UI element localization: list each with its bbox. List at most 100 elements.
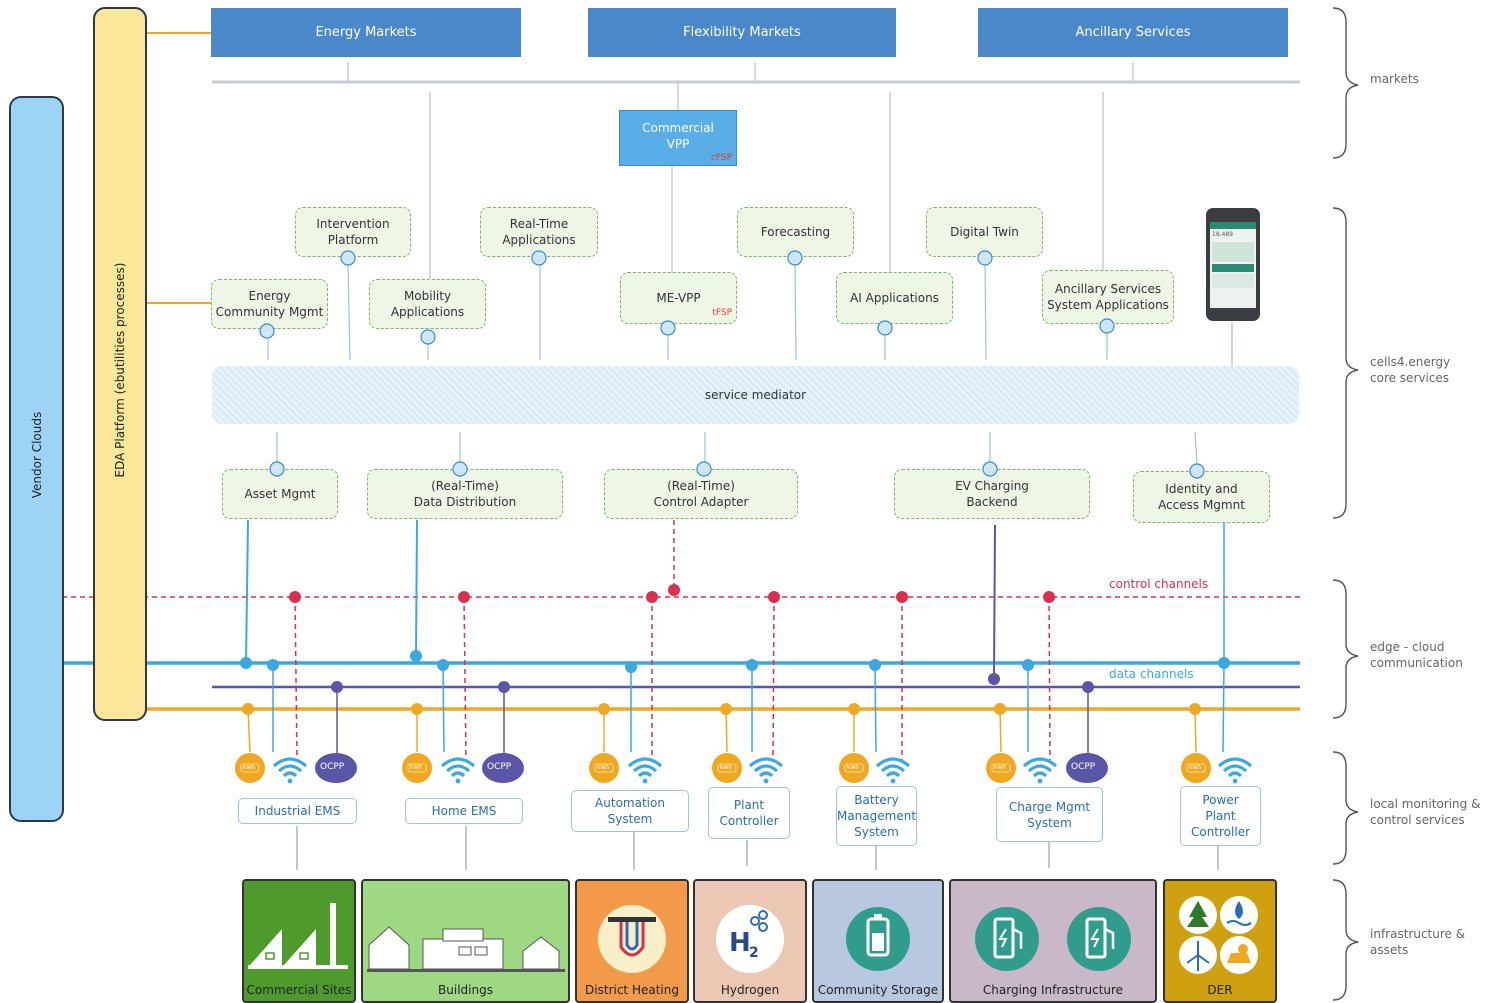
meter-label: kwh	[720, 764, 733, 771]
factory-icon	[248, 903, 348, 969]
battery-icon	[846, 907, 910, 971]
meter-label: kwh	[1189, 764, 1202, 771]
tfsp-tag: tFSP	[712, 308, 732, 318]
meter-label: kwh	[597, 764, 610, 771]
service-asset-mgmt[interactable]: Asset Mgmt	[222, 469, 338, 519]
brace-edge	[1332, 579, 1359, 719]
service-digital-twin[interactable]: Digital Twin	[926, 207, 1043, 257]
meter-icon	[712, 753, 742, 783]
ocpp-badge	[315, 753, 357, 783]
brace-assets	[1332, 879, 1359, 1001]
local-industrial-ems[interactable]: Industrial EMS	[238, 798, 357, 824]
meter-label: kwh	[243, 764, 256, 771]
service-control-adapter[interactable]: (Real-Time) Control Adapter	[604, 469, 798, 519]
wifi-icon	[627, 757, 663, 786]
asset-der[interactable]: DER	[1163, 879, 1277, 1003]
service-energy-community-mgmt[interactable]: Energy Community Mgmt	[211, 279, 328, 329]
wifi-icon	[748, 757, 784, 786]
buildings-icon	[367, 926, 565, 972]
data-channels-label: data channels	[1109, 667, 1194, 681]
meter-label: kwh	[994, 764, 1007, 771]
brace-markets	[1332, 7, 1359, 159]
meter-icons	[235, 753, 1211, 783]
market-flexibility[interactable]: Flexibility Markets	[588, 8, 896, 57]
layer-label-markets: markets	[1370, 72, 1419, 86]
meter-icon	[1181, 753, 1211, 783]
ev-charger-icon	[975, 907, 1131, 971]
service-mediator[interactable]: service mediator	[212, 366, 1299, 424]
meter-label: kwh	[847, 764, 860, 771]
service-real-time-applications[interactable]: Real-Time Applications	[480, 207, 598, 257]
service-forecasting[interactable]: Forecasting	[737, 207, 854, 257]
control-channels-label: control channels	[1109, 577, 1209, 591]
ocpp-label: OCPP	[487, 762, 512, 772]
eda-platform-bar: EDA Platform (ebutilities processes)	[93, 7, 147, 721]
wifi-icon	[440, 757, 476, 786]
meter-icon	[589, 753, 619, 783]
asset-label: Commercial Sites	[246, 983, 352, 997]
local-home-ems[interactable]: Home EMS	[405, 798, 523, 824]
meter-icon	[839, 753, 869, 783]
wifi-icon	[1217, 757, 1253, 786]
commercial-vpp-label: Commercial VPP	[642, 121, 714, 151]
layer-label-core-services: cells4.energy core services	[1370, 355, 1451, 385]
mobile-phone-icon: 18.489	[1206, 208, 1260, 321]
layer-label-edge-cloud: edge - cloud communication	[1370, 640, 1463, 670]
ocpp-badge	[482, 753, 524, 783]
asset-charging-infrastructure[interactable]: Charging Infrastructure	[949, 879, 1157, 1003]
layer-label-infrastructure: infrastructure & assets	[1370, 927, 1466, 957]
svg-text:H: H	[729, 928, 751, 958]
asset-label: Charging Infrastructure	[982, 983, 1124, 997]
svg-text:2: 2	[749, 945, 759, 961]
service-ai-applications[interactable]: AI Applications	[836, 272, 953, 324]
ocpp-label: OCPP	[1071, 762, 1096, 772]
wifi-icon	[272, 757, 308, 786]
market-energy[interactable]: Energy Markets	[211, 8, 521, 57]
asset-label: DER	[1207, 983, 1233, 997]
asset-label: Community Storage	[817, 983, 939, 997]
asset-hydrogen[interactable]: H 2 Hydrogen	[693, 879, 807, 1003]
meter-icon	[986, 753, 1016, 783]
local-power-plant-controller[interactable]: Power Plant Controller	[1180, 786, 1261, 846]
service-mediator-label: service mediator	[704, 388, 807, 402]
ocpp-badge	[1066, 753, 1108, 783]
wifi-icon	[875, 757, 911, 786]
local-battery-management-system[interactable]: Battery Management System	[836, 786, 917, 846]
hydrogen-icon: H 2	[716, 905, 784, 973]
service-intervention-platform[interactable]: Intervention Platform	[295, 207, 411, 257]
asset-label: District Heating	[585, 983, 679, 997]
meter-label: kwh	[410, 764, 423, 771]
brace-core	[1332, 207, 1359, 519]
brace-local	[1332, 751, 1359, 865]
asset-district-heating[interactable]: District Heating	[575, 879, 689, 1003]
meter-icon	[235, 753, 265, 783]
service-identity-access-mgmt[interactable]: Identity and Access Mgmnt	[1133, 471, 1270, 523]
service-mobility-applications[interactable]: Mobility Applications	[369, 279, 486, 329]
asset-community-storage[interactable]: Community Storage	[812, 879, 944, 1003]
meter-icon	[402, 753, 432, 783]
asset-label: Buildings	[438, 983, 493, 997]
commercial-vpp-box[interactable]: Commercial VPP cFSP	[619, 110, 737, 166]
local-plant-controller[interactable]: Plant Controller	[708, 787, 790, 839]
vendor-clouds-bar: Vendor Clouds	[9, 96, 64, 822]
service-me-vpp[interactable]: ME-VPP tFSP	[620, 272, 737, 324]
asset-label: Hydrogen	[720, 983, 780, 997]
service-ancillary-system-applications[interactable]: Ancillary Services System Applications	[1042, 270, 1174, 324]
wifi-icon	[1022, 757, 1058, 786]
local-charge-mgmt-system[interactable]: Charge Mgmt System	[996, 787, 1103, 842]
service-ev-charging-backend[interactable]: EV Charging Backend	[894, 469, 1090, 519]
cfsp-tag: cFSP	[710, 153, 732, 163]
market-ancillary-services[interactable]: Ancillary Services	[978, 8, 1288, 57]
district-heating-icon	[598, 905, 666, 973]
layer-label-local-monitoring: local monitoring & control services	[1370, 797, 1481, 827]
me-vpp-label: ME-VPP	[656, 291, 701, 305]
service-data-distribution[interactable]: (Real-Time) Data Distribution	[367, 469, 563, 519]
asset-commercial-sites[interactable]: Commercial Sites	[242, 879, 356, 1003]
local-automation-system[interactable]: Automation System	[571, 790, 689, 832]
ocpp-label: OCPP	[320, 762, 345, 772]
phone-value: 18.489	[1212, 231, 1233, 238]
asset-buildings[interactable]: Buildings	[361, 879, 570, 1003]
der-icon	[1179, 896, 1258, 974]
